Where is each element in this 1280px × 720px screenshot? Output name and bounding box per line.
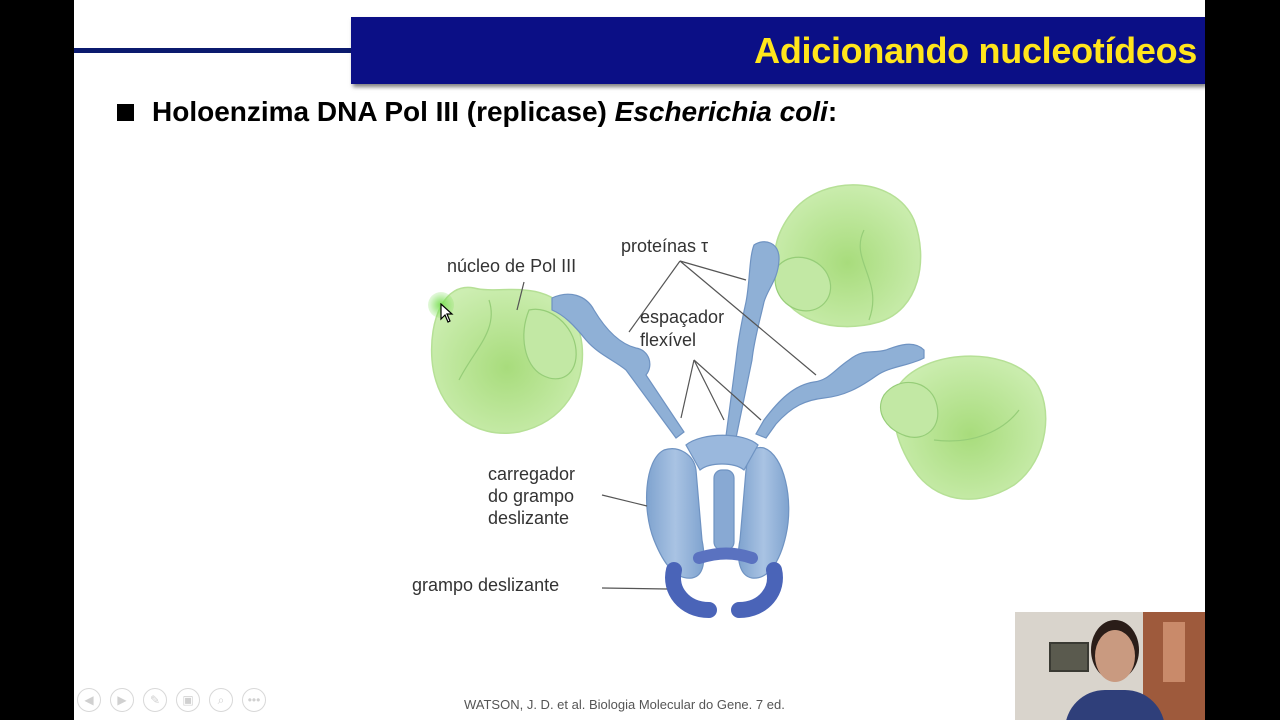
label-sliding-clamp: grampo deslizante bbox=[412, 575, 559, 595]
slide: Adicionando nucleotídeos Holoenzima DNA … bbox=[74, 0, 1205, 720]
slideshow-controls: ◀ ▶ ✎ ▣ ⌕ ••• bbox=[77, 688, 266, 712]
label-tau-proteins: proteínas τ bbox=[621, 236, 708, 256]
sliding-clamp bbox=[665, 547, 783, 618]
label-spacer-2: flexível bbox=[640, 330, 696, 350]
webcam-shelf-detail bbox=[1163, 622, 1185, 682]
title-accent-line bbox=[74, 48, 354, 53]
pen-icon[interactable]: ✎ bbox=[143, 688, 167, 712]
bullet-text: Holoenzima DNA Pol III (replicase) Esche… bbox=[152, 96, 837, 128]
label-clamp-loader-3: deslizante bbox=[488, 508, 569, 528]
slide-title: Adicionando nucleotídeos bbox=[754, 30, 1197, 71]
label-leader-lines bbox=[516, 260, 817, 590]
label-spacer-1: espaçador bbox=[640, 307, 724, 327]
tau-proteins bbox=[551, 241, 925, 439]
zoom-icon[interactable]: ⌕ bbox=[209, 688, 233, 712]
webcam-wall-frame bbox=[1049, 642, 1089, 672]
more-icon[interactable]: ••• bbox=[242, 688, 266, 712]
holoenzyme-diagram: núcleo de Pol III proteínas τ espaçador … bbox=[412, 184, 1047, 618]
bullet-text-species: Escherichia coli bbox=[614, 96, 828, 127]
mouse-pointer-icon bbox=[440, 303, 454, 323]
pol3-core-right bbox=[879, 355, 1047, 500]
bullet-square-icon bbox=[117, 103, 134, 121]
slides-icon[interactable]: ▣ bbox=[176, 688, 200, 712]
title-banner: Adicionando nucleotídeos bbox=[351, 17, 1205, 84]
bullet-text-main: Holoenzima DNA Pol III (replicase) bbox=[152, 96, 615, 127]
clamp-loader bbox=[646, 434, 790, 579]
pol3-core-top bbox=[773, 184, 922, 328]
webcam-feed bbox=[1015, 612, 1205, 720]
webcam-person-head bbox=[1095, 630, 1135, 682]
bullet-item: Holoenzima DNA Pol III (replicase) Esche… bbox=[117, 96, 837, 128]
label-pol3-core: núcleo de Pol III bbox=[447, 256, 576, 276]
label-clamp-loader-1: carregador bbox=[488, 464, 575, 484]
source-credit: WATSON, J. D. et al. Biologia Molecular … bbox=[464, 697, 785, 712]
pol3-core-left bbox=[430, 286, 584, 434]
bullet-text-colon: : bbox=[827, 96, 838, 127]
next-icon[interactable]: ▶ bbox=[110, 688, 134, 712]
label-clamp-loader-2: do grampo bbox=[488, 486, 574, 506]
previous-icon[interactable]: ◀ bbox=[77, 688, 101, 712]
